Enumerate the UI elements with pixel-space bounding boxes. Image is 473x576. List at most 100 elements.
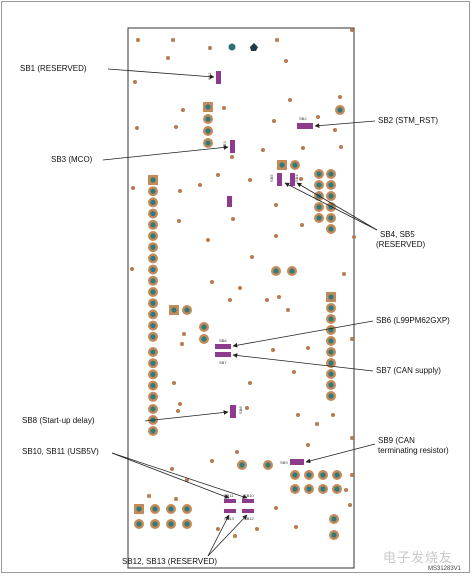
via bbox=[210, 280, 214, 284]
jumper-sb3 bbox=[230, 140, 235, 153]
via bbox=[294, 525, 298, 529]
jumper-sb4 bbox=[277, 173, 282, 186]
arrow-sb3 bbox=[102, 145, 229, 161]
callout-sb10: SB10, SB11 (USB5V) bbox=[22, 447, 99, 456]
callout-sb9-line2: terminating resistor) bbox=[378, 446, 449, 455]
via bbox=[238, 286, 242, 290]
via bbox=[170, 467, 174, 471]
jumper-sb12 bbox=[242, 509, 254, 513]
header-pad bbox=[148, 253, 158, 264]
via bbox=[182, 332, 186, 336]
via bbox=[348, 503, 352, 507]
via bbox=[316, 115, 320, 119]
header-pad bbox=[318, 470, 328, 480]
arrow-sb1 bbox=[107, 68, 215, 80]
silk-sb2: SB2 bbox=[299, 116, 307, 121]
silk-sb13: SB13 bbox=[224, 516, 235, 521]
callout-sb1: SB1 (RESERVED) bbox=[20, 64, 87, 73]
via bbox=[315, 422, 319, 426]
via bbox=[265, 298, 269, 302]
header-pad bbox=[148, 347, 158, 357]
header-pad bbox=[326, 314, 336, 324]
jumper-extra bbox=[227, 196, 232, 207]
silk-sb1: SB1 bbox=[207, 72, 212, 80]
via bbox=[174, 125, 178, 129]
header-pad bbox=[148, 391, 158, 402]
header-pad bbox=[326, 380, 336, 390]
via bbox=[272, 119, 276, 123]
header-pad bbox=[182, 504, 192, 514]
via bbox=[275, 38, 279, 42]
jumper-layer bbox=[215, 71, 313, 513]
jumper-sb8 bbox=[230, 405, 236, 418]
header-pad bbox=[326, 202, 336, 212]
header-pad bbox=[314, 169, 324, 179]
jumper-sb1 bbox=[216, 71, 221, 84]
header-pad bbox=[148, 287, 158, 297]
via-layer bbox=[130, 28, 356, 538]
via bbox=[147, 494, 151, 498]
via bbox=[136, 38, 140, 42]
header-pad bbox=[326, 347, 336, 357]
header-pad bbox=[203, 138, 213, 148]
via bbox=[235, 450, 239, 454]
mount-dot bbox=[250, 43, 258, 51]
header-pad bbox=[290, 470, 300, 480]
callout-sb2: SB2 (STM_RST) bbox=[378, 116, 439, 125]
via bbox=[271, 348, 275, 352]
via bbox=[292, 370, 296, 374]
via bbox=[178, 402, 182, 406]
via bbox=[288, 98, 292, 102]
arrow-sb4 bbox=[284, 182, 378, 231]
jumper-sb11 bbox=[224, 499, 236, 503]
header-pad bbox=[148, 309, 158, 320]
via bbox=[306, 346, 310, 350]
header-pad bbox=[199, 322, 209, 332]
callout-sb7: SB7 (CAN supply) bbox=[376, 366, 441, 375]
via bbox=[296, 413, 300, 417]
header-pad bbox=[148, 264, 158, 275]
via bbox=[274, 203, 278, 207]
via bbox=[248, 178, 252, 182]
header-pad bbox=[148, 358, 158, 369]
header-pad bbox=[148, 175, 158, 185]
via bbox=[185, 478, 189, 482]
header-pad bbox=[263, 460, 273, 470]
header-pad bbox=[182, 519, 192, 529]
jumper-sb7 bbox=[215, 352, 231, 357]
header-pad bbox=[304, 484, 314, 494]
arrow-sb2 bbox=[314, 120, 376, 129]
header-pad bbox=[326, 358, 336, 368]
via bbox=[171, 38, 175, 42]
header-pad bbox=[329, 530, 339, 540]
via bbox=[131, 186, 135, 190]
via bbox=[216, 527, 220, 531]
via bbox=[277, 295, 281, 299]
via bbox=[135, 126, 139, 130]
via bbox=[344, 488, 348, 492]
via bbox=[261, 148, 265, 152]
via bbox=[230, 155, 234, 159]
via bbox=[300, 223, 304, 227]
via bbox=[206, 238, 210, 242]
via bbox=[352, 235, 356, 239]
header-pad bbox=[148, 208, 158, 219]
silk-sb9: SB9 bbox=[280, 460, 288, 465]
header-pad bbox=[314, 180, 324, 190]
header-pad bbox=[203, 114, 213, 124]
header-pad bbox=[314, 213, 324, 223]
header-pad bbox=[326, 213, 336, 223]
via bbox=[339, 145, 343, 149]
via bbox=[172, 381, 176, 385]
callout-sb3: SB3 (MCO) bbox=[51, 155, 93, 164]
via bbox=[198, 183, 202, 187]
header-pad bbox=[335, 105, 345, 115]
header-pad bbox=[277, 160, 287, 170]
header-pad bbox=[203, 102, 213, 112]
via bbox=[248, 381, 252, 385]
header-pad bbox=[166, 504, 176, 514]
header-pad bbox=[332, 470, 342, 480]
arrow-sb5 bbox=[296, 182, 378, 231]
header-pad bbox=[148, 242, 158, 253]
